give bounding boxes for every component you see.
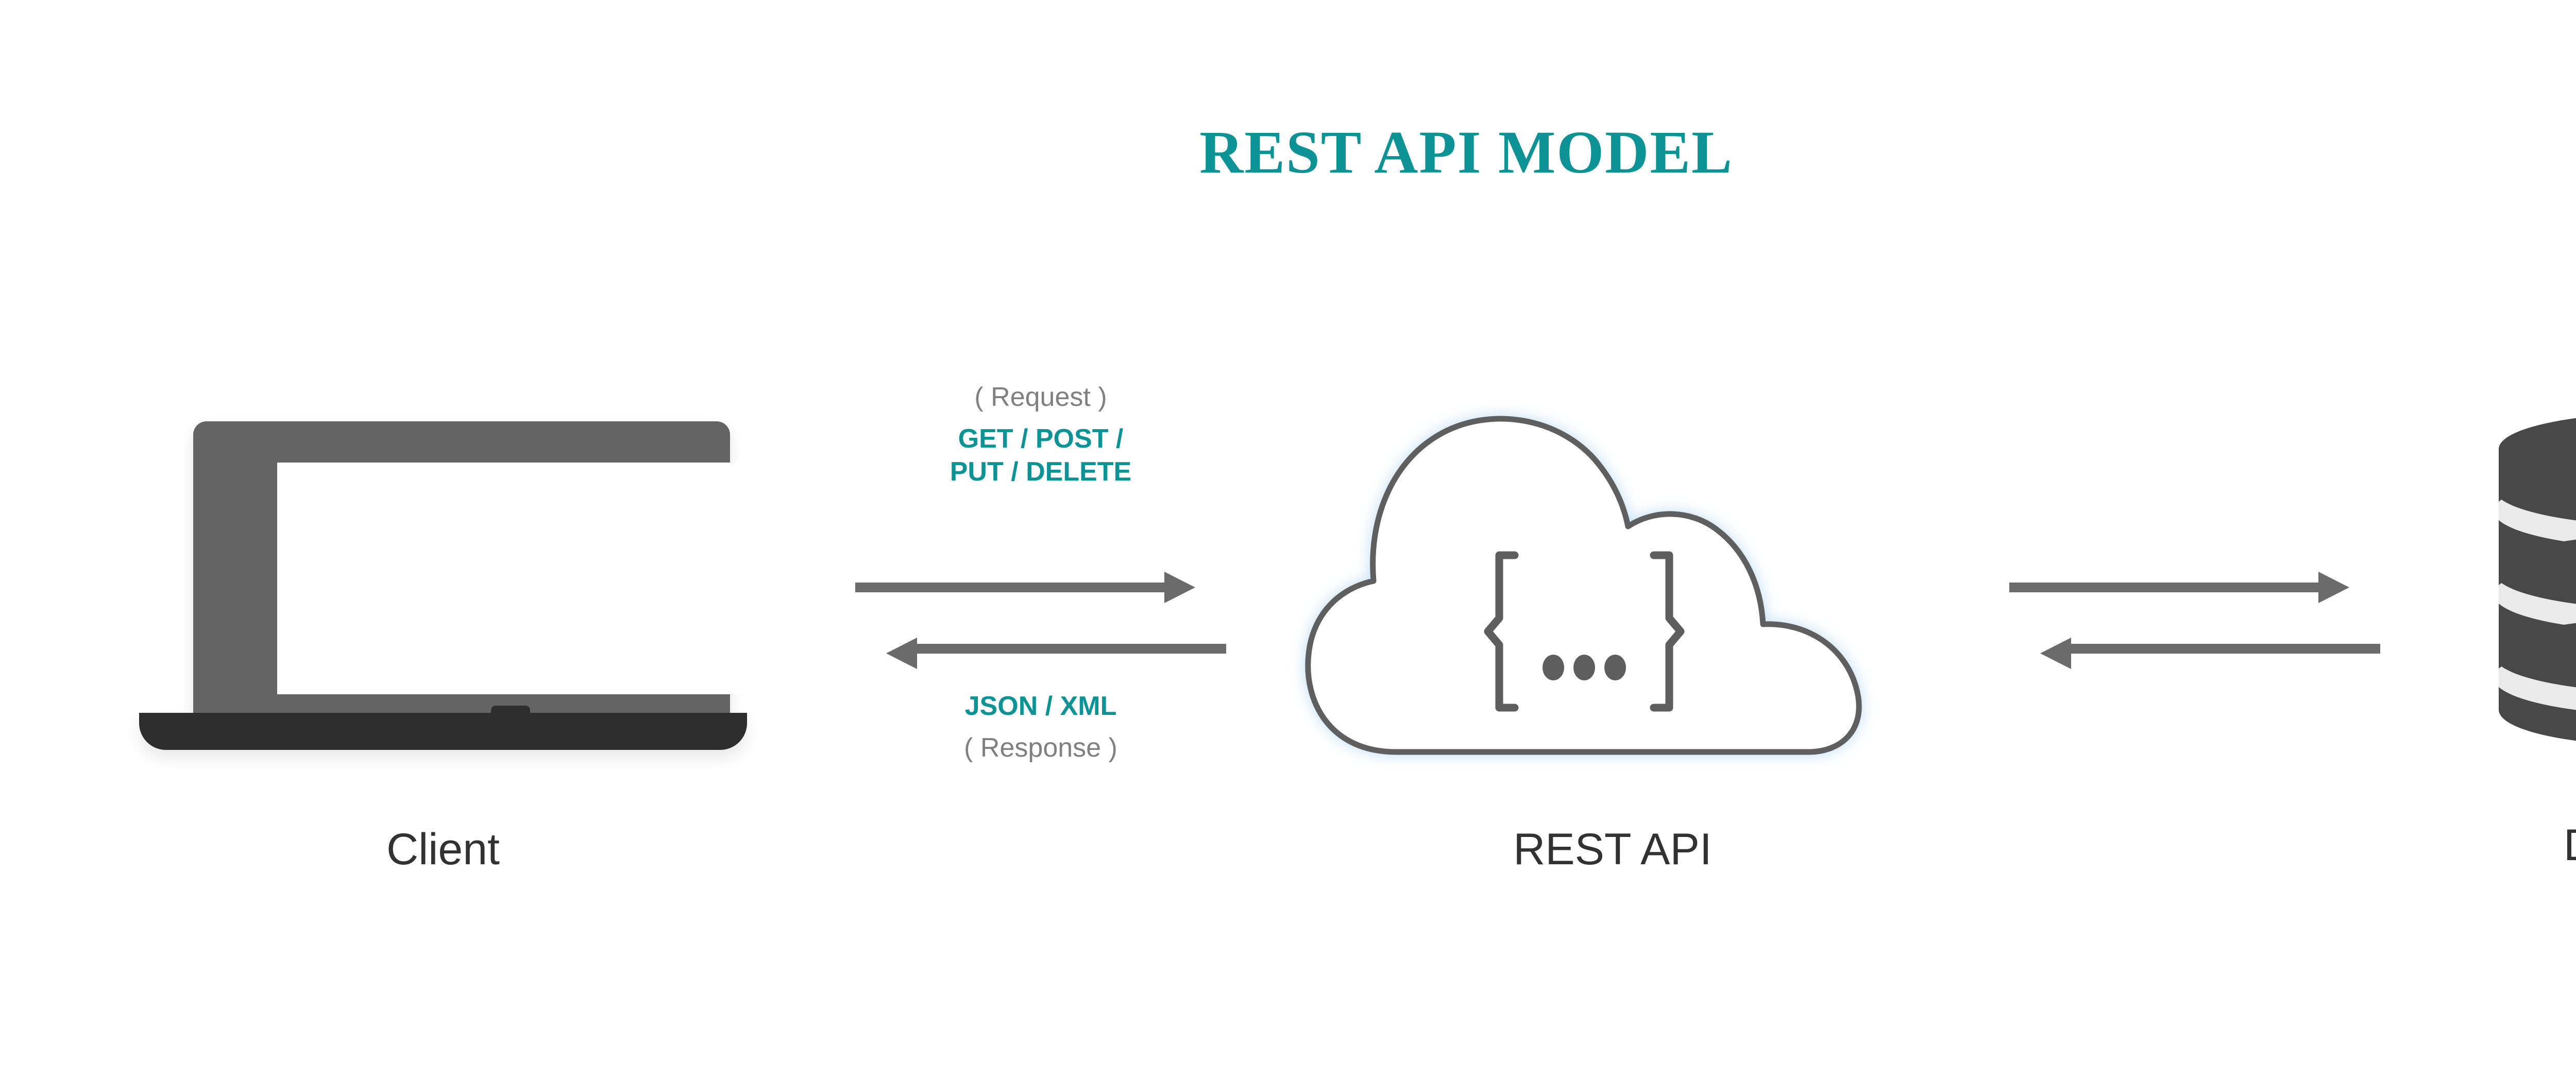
label-spacer <box>835 414 1247 423</box>
database-cylinder-icon <box>2499 413 2576 746</box>
response-arrow-left <box>886 638 1226 669</box>
client-node <box>139 412 755 773</box>
request-paren-label: ( Request ) <box>974 382 1107 412</box>
client-caption: Client <box>386 825 500 874</box>
database-caption: Database <box>2488 820 2576 871</box>
rest-api-node <box>1273 391 1953 783</box>
response-formats-label: JSON / XML <box>964 691 1117 721</box>
laptop-screen <box>277 463 755 694</box>
database-node <box>2488 402 2576 757</box>
rest-api-caption: REST API <box>1513 825 1712 874</box>
api-to-database-arrow <box>2009 572 2349 603</box>
page-title: REST API MODEL <box>1199 118 1733 186</box>
response-paren-label: ( Response ) <box>964 733 1117 763</box>
cloud-icon <box>1305 416 1862 755</box>
database-bands <box>2499 451 2576 715</box>
label-spacer <box>835 723 1247 732</box>
api-database-arrow-pair <box>2009 572 2380 669</box>
request-methods-line-2: PUT / DELETE <box>950 456 1132 487</box>
ellipsis-dots-icon <box>1543 655 1626 680</box>
left-brace-icon <box>1484 551 1519 712</box>
request-label-group: ( Request ) GET / POST / PUT / DELETE <box>835 381 1247 488</box>
right-brace-icon <box>1650 551 1685 712</box>
database-to-api-arrow <box>2040 638 2380 669</box>
client-api-arrow-pair <box>855 572 1226 669</box>
laptop-base <box>139 713 747 750</box>
request-arrow-right <box>855 572 1195 603</box>
laptop-icon <box>193 421 755 721</box>
request-methods-line-1: GET / POST / <box>958 424 1124 454</box>
database-top-cap <box>2499 418 2576 480</box>
cloud-shape <box>1305 416 1862 755</box>
response-label-group: JSON / XML ( Response ) <box>835 690 1247 765</box>
